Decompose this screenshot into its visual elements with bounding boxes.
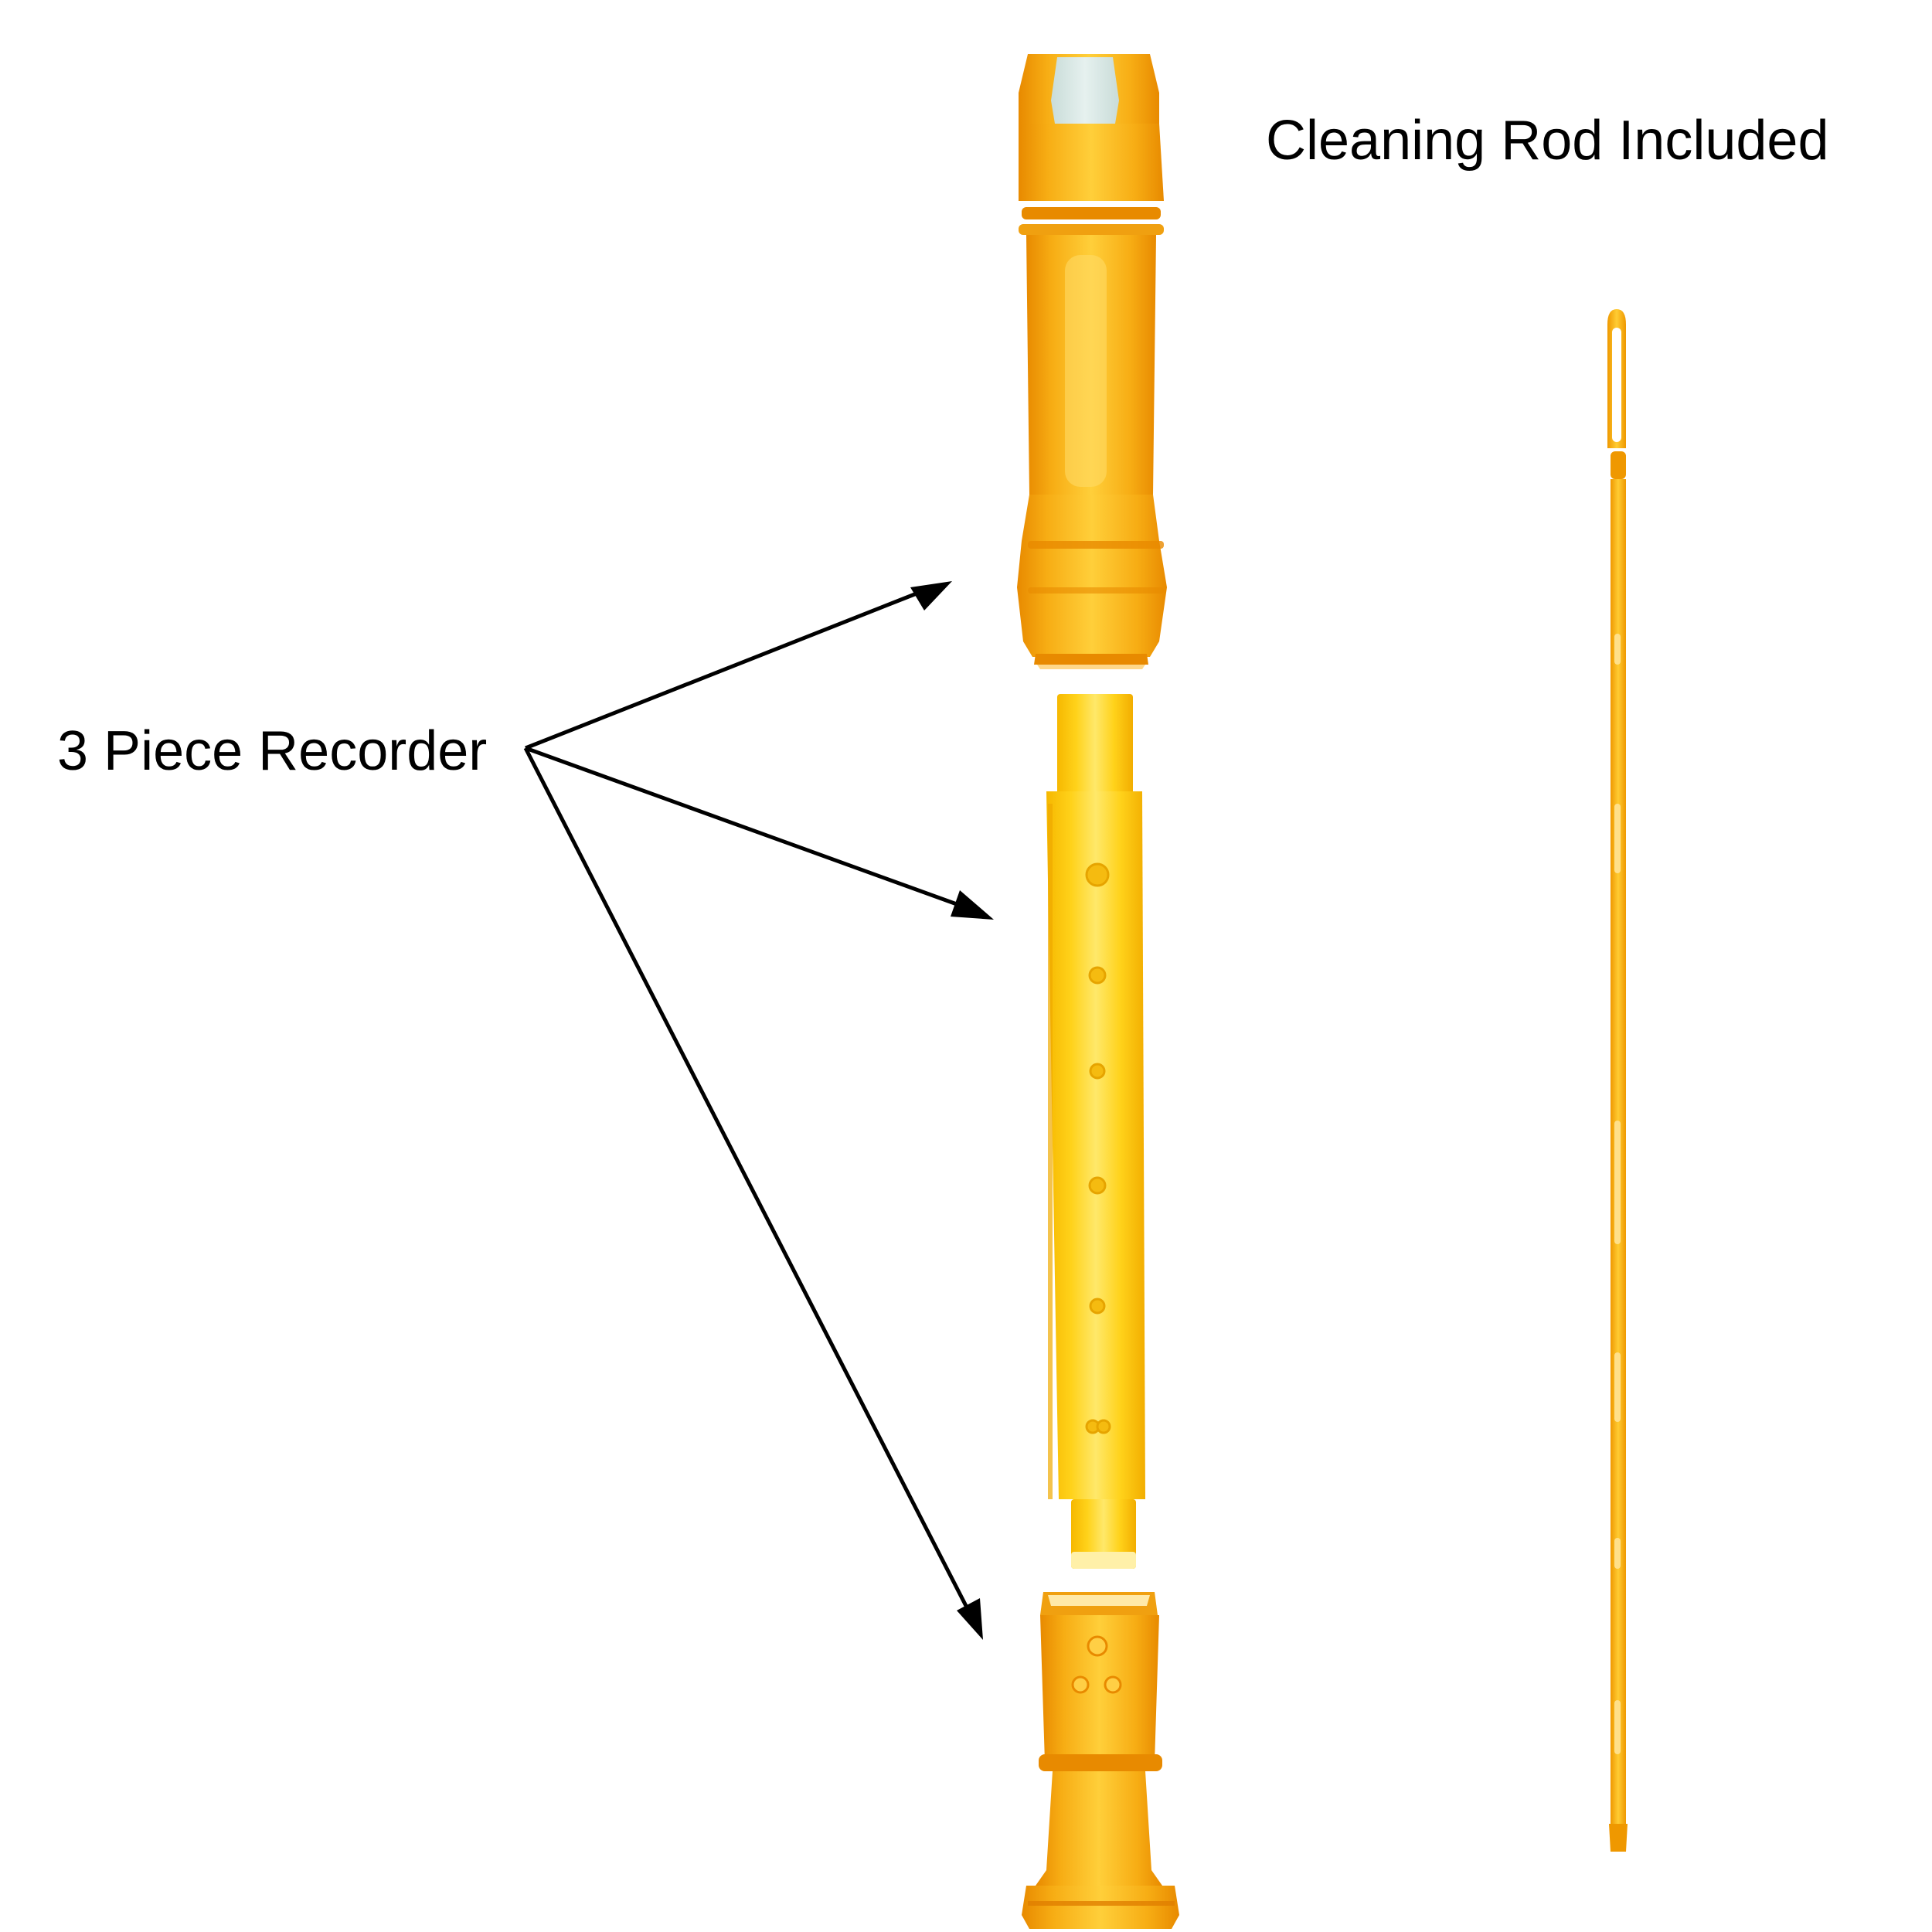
recorder-head-joint (1017, 54, 1167, 669)
finger-hole (1089, 1063, 1106, 1080)
recorder-middle-joint (1046, 694, 1145, 1569)
recorder-foot-joint (1022, 1592, 1179, 1929)
finger-hole (1089, 1298, 1106, 1315)
callout-arrows (523, 581, 994, 1640)
arrow-head-icon (910, 581, 952, 611)
finger-hole (1085, 862, 1110, 887)
cleaning-rod-label: Cleaning Rod Included (1266, 110, 1829, 172)
finger-hole (1096, 1419, 1111, 1434)
mouthpiece-window (1051, 57, 1119, 138)
finger-hole (1088, 1176, 1107, 1195)
cleaning-rod (1607, 309, 1628, 1852)
finger-hole (1088, 966, 1107, 985)
arrow-head-icon (951, 890, 994, 920)
arrow-head-icon (957, 1598, 983, 1640)
recorder-label: 3 Piece Recorder (57, 720, 488, 782)
